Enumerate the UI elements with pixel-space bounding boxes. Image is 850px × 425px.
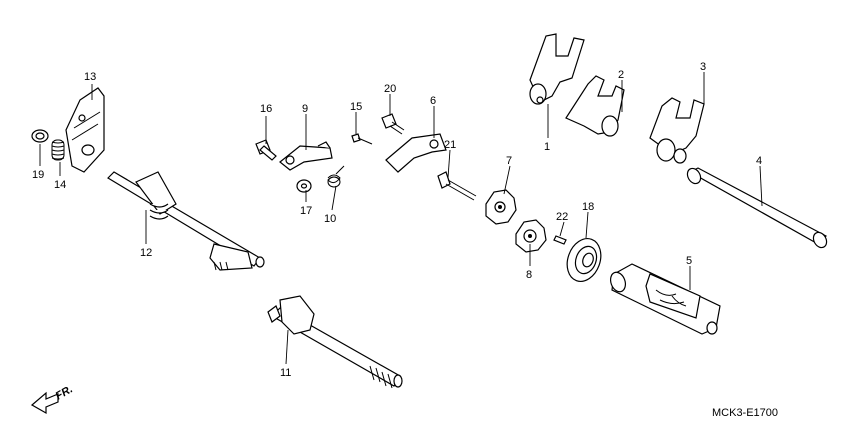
leader-lines bbox=[39, 72, 763, 365]
callout-7: 7 bbox=[506, 155, 512, 167]
callout-17: 17 bbox=[300, 205, 312, 217]
front-label: FR. bbox=[54, 383, 75, 402]
part-11-gearshift-spindle bbox=[267, 295, 403, 389]
callout-3: 3 bbox=[700, 61, 706, 73]
callout-9: 9 bbox=[302, 103, 308, 115]
part-7-star-cam bbox=[485, 189, 517, 225]
callout-2: 2 bbox=[618, 69, 624, 81]
callout-21: 21 bbox=[444, 139, 456, 151]
callout-22: 22 bbox=[556, 211, 568, 223]
part-5-shift-drum bbox=[609, 263, 721, 335]
callout-14: 14 bbox=[54, 179, 66, 191]
part-8-drum-center bbox=[515, 219, 547, 253]
part-10-spring bbox=[327, 165, 345, 188]
part-14-spring bbox=[51, 139, 65, 161]
callout-13: 13 bbox=[84, 71, 96, 83]
part-4-fork-shaft bbox=[686, 167, 828, 249]
callout-labels: 1 2 3 4 5 6 7 8 9 10 11 12 13 14 15 16 1… bbox=[32, 61, 778, 419]
part-15-bolt bbox=[351, 133, 373, 145]
part-3-shift-fork bbox=[649, 97, 705, 164]
diagram-code: MCK3-E1700 bbox=[712, 407, 778, 419]
part-21-bolt bbox=[437, 171, 477, 201]
callout-1: 1 bbox=[544, 141, 550, 153]
part-17-washer bbox=[296, 179, 312, 193]
part-16-bolt bbox=[255, 139, 277, 161]
callout-20: 20 bbox=[384, 83, 396, 95]
callout-15: 15 bbox=[350, 101, 362, 113]
callout-4: 4 bbox=[756, 155, 762, 167]
callout-5: 5 bbox=[686, 255, 692, 267]
part-18-bearing bbox=[566, 238, 602, 282]
part-1-shift-fork bbox=[529, 33, 585, 105]
callout-8: 8 bbox=[526, 269, 532, 281]
part-9-stopper-arm bbox=[279, 141, 333, 171]
part-12-gearshift-spindle bbox=[107, 171, 265, 271]
callout-10: 10 bbox=[324, 213, 336, 225]
front-arrow-icon bbox=[30, 391, 59, 415]
callout-12: 12 bbox=[140, 247, 152, 259]
part-6-plate bbox=[385, 133, 447, 173]
callout-19: 19 bbox=[32, 169, 44, 181]
part-22-pin bbox=[553, 235, 567, 245]
part-20-bolt bbox=[381, 113, 405, 135]
part-2-shift-fork bbox=[565, 75, 625, 137]
callout-16: 16 bbox=[260, 103, 272, 115]
callout-6: 6 bbox=[430, 95, 436, 107]
part-19-circlip bbox=[31, 129, 49, 143]
part-13-plate bbox=[65, 87, 105, 173]
callout-11: 11 bbox=[280, 367, 291, 379]
callout-18: 18 bbox=[582, 201, 594, 213]
